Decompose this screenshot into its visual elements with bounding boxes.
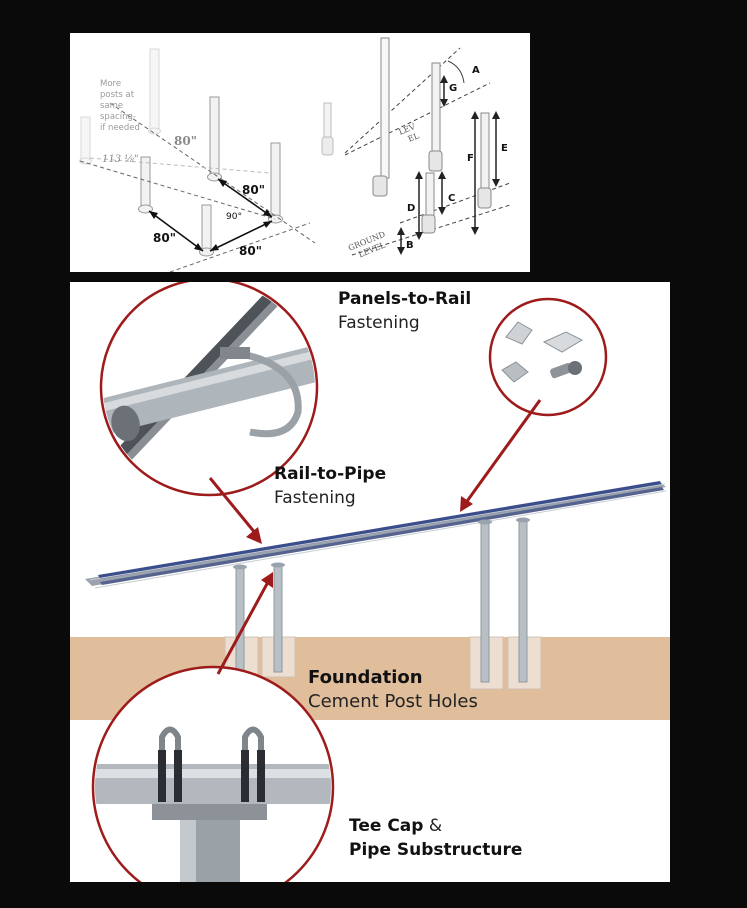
- elevation-post: [431, 62, 441, 156]
- tee-cap: [478, 519, 492, 525]
- arrow-head: [246, 527, 262, 544]
- foundation-label: Foundation Cement Post Holes: [308, 666, 478, 714]
- rail-to-pipe-bold: Rail-to-Pipe: [274, 464, 387, 484]
- system-overview-svg: [70, 282, 670, 882]
- elevation-post: [380, 37, 390, 179]
- letter-A: A: [472, 65, 480, 76]
- ground-line: [399, 182, 511, 224]
- support-pipe: [235, 566, 245, 673]
- letter-B: B: [406, 240, 414, 251]
- post-base: [199, 247, 214, 257]
- u-bolt: [242, 726, 264, 802]
- ghost-post: [149, 48, 160, 132]
- slope-line: [344, 82, 491, 156]
- letter-D: D: [407, 203, 415, 214]
- tee-cap: [271, 562, 285, 568]
- dimension-arrow: [217, 178, 273, 218]
- elevation-post: [425, 172, 435, 220]
- panels-to-rail-callout: [488, 297, 608, 417]
- guide-line: [109, 102, 316, 244]
- arrow-head: [261, 572, 273, 588]
- clamp-part: [501, 361, 529, 383]
- tee-cap: [516, 517, 530, 523]
- ghost-post-base: [148, 127, 161, 135]
- elevation-post-sleeve: [372, 175, 388, 197]
- note-line: posts at: [100, 90, 135, 100]
- guide-line: [79, 160, 276, 220]
- rail-to-pipe-regular: Fastening: [274, 488, 356, 508]
- tee-cap: [233, 564, 247, 570]
- letter-E: E: [501, 143, 508, 154]
- level-label: EL: [407, 131, 421, 144]
- ghost-post: [80, 116, 91, 162]
- post-layout-diagram: More posts at same spacing- if needed 80…: [70, 33, 530, 272]
- dimension-113: 113 ⅛": [102, 154, 139, 165]
- bolt: [550, 362, 573, 379]
- post: [201, 204, 212, 252]
- note-line: same: [100, 101, 123, 111]
- panels-to-rail-regular: Fastening: [338, 313, 420, 333]
- tee-cap-plate: [152, 802, 267, 820]
- callout-arrow: [208, 477, 258, 535]
- post-layout-svg: More posts at same spacing- if needed 80…: [79, 37, 511, 272]
- letter-G: G: [449, 83, 457, 94]
- pipe-substructure-bold: Pipe Substructure: [349, 840, 523, 860]
- arrow-head: [460, 496, 473, 512]
- dimension-arrow: [148, 210, 204, 252]
- ghost-post-base: [79, 157, 92, 165]
- support-pipe: [518, 519, 528, 683]
- dimension-80-right: 80": [242, 183, 265, 197]
- post: [140, 156, 151, 210]
- system-overview-diagram: Panels-to-Rail Fastening Rail-to-Pipe Fa…: [70, 282, 670, 882]
- dimension-80-top: 80": [174, 134, 197, 148]
- tee-cap-amp: &: [423, 816, 443, 836]
- dimension-80-bottom: 80": [239, 244, 262, 258]
- solar-panel-array: [98, 481, 662, 579]
- support-pipe: [273, 564, 283, 673]
- letter-C: C: [448, 193, 455, 204]
- solar-panel-array: [100, 487, 664, 585]
- callout-arrow: [463, 399, 542, 505]
- elevation-diagram: A B C D E F G LEV EL GROUND LEVEL: [321, 37, 511, 259]
- tee-cap-label: Tee Cap & Pipe Substructure: [349, 814, 522, 862]
- ghost-elevation-post: [323, 102, 332, 142]
- rail-to-pipe-callout: [99, 282, 319, 497]
- rail-to-pipe-label: Rail-to-Pipe Fastening: [274, 462, 386, 510]
- guide-line: [169, 222, 311, 272]
- slope-line: [344, 47, 461, 154]
- panels-to-rail-bold: Panels-to-Rail: [338, 289, 472, 309]
- dimension-80-left: 80": [153, 231, 176, 245]
- foundation-bold: Foundation: [308, 667, 423, 688]
- clamp-part: [542, 331, 584, 353]
- u-bolt: [159, 726, 181, 802]
- post: [270, 142, 281, 220]
- foundation-regular: Cement Post Holes: [308, 691, 478, 712]
- note-line: More: [100, 79, 121, 89]
- angle-label: 90°: [226, 212, 242, 222]
- note-line: if needed: [100, 123, 140, 133]
- u-bolt: [229, 348, 302, 438]
- dimension-arrow: [209, 220, 273, 252]
- post: [209, 96, 220, 178]
- letter-F: F: [467, 153, 474, 164]
- tee-cap-bold: Tee Cap: [349, 816, 424, 836]
- panels-to-rail-label: Panels-to-Rail Fastening: [338, 287, 471, 335]
- tee-cap-callout: [91, 665, 335, 882]
- note-line: spacing-: [100, 112, 136, 122]
- clamp-part: [505, 321, 533, 345]
- support-pipe: [480, 521, 490, 683]
- callout-arrow: [216, 581, 270, 675]
- guide-line: [89, 157, 271, 174]
